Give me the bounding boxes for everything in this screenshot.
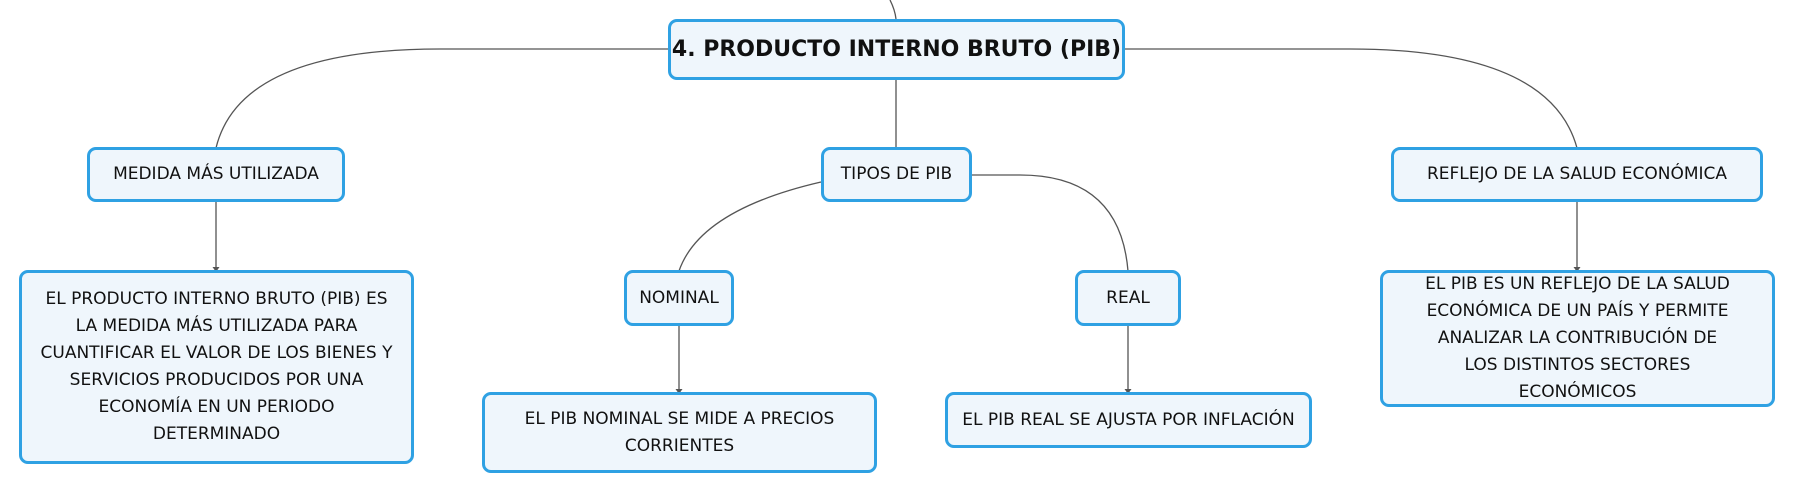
connector-root-to-medida <box>215 48 670 149</box>
connector-root-to-reflejo <box>1124 48 1578 149</box>
arrowhead-medida <box>212 267 220 272</box>
connector-parent-to-root <box>889 0 897 20</box>
detail-pib-real[interactable]: EL PIB REAL SE AJUSTA POR INFLACIÓN <box>945 392 1312 448</box>
arrowhead-reflejo <box>1573 267 1581 272</box>
topic-reflejo-salud-economica[interactable]: REFLEJO DE LA SALUD ECONÓMICA <box>1391 147 1763 202</box>
arrowhead-nominal <box>675 389 683 394</box>
subtopic-real[interactable]: REAL <box>1075 270 1181 326</box>
subtopic-nominal[interactable]: NOMINAL <box>624 270 734 326</box>
detail-pib-nominal[interactable]: EL PIB NOMINAL SE MIDE A PRECIOS CORRIEN… <box>482 392 877 473</box>
root-node[interactable]: 4. PRODUCTO INTERNO BRUTO (PIB) <box>668 19 1125 80</box>
topic-tipos-de-pib[interactable]: TIPOS DE PIB <box>821 147 972 202</box>
arrowhead-real <box>1124 389 1132 394</box>
topic-medida-mas-utilizada[interactable]: MEDIDA MÁS UTILIZADA <box>87 147 345 202</box>
detail-medida-mas-utilizada[interactable]: EL PRODUCTO INTERNO BRUTO (PIB) ES LA ME… <box>19 270 414 464</box>
connector-tipos-to-real <box>971 174 1129 272</box>
connector-tipos-to-nominal <box>678 181 822 272</box>
detail-reflejo-salud-economica[interactable]: EL PIB ES UN REFLEJO DE LA SALUD ECONÓMI… <box>1380 270 1775 407</box>
